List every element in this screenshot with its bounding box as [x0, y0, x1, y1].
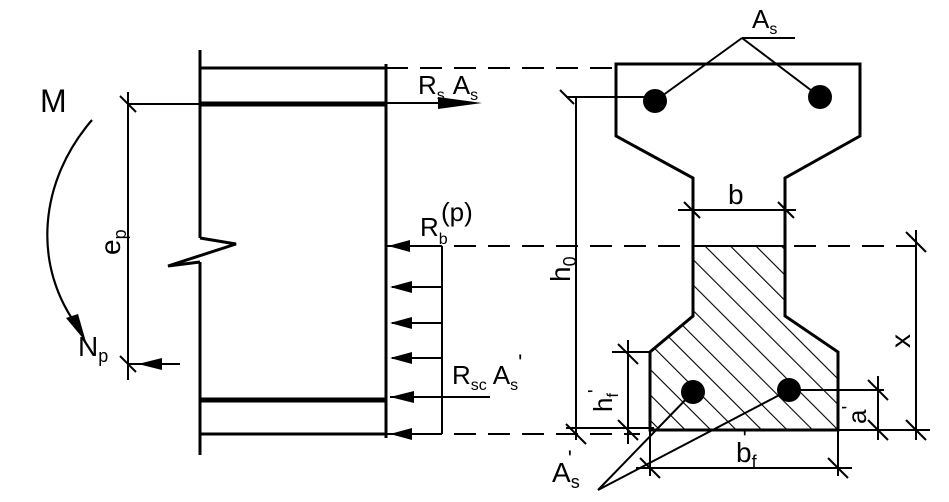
label-compression-zone: x: [885, 334, 916, 348]
bottom-steel-leaders: [597, 389, 790, 491]
flange-thickness-dimension: [612, 340, 650, 444]
top-steel-leaders: [559, 37, 821, 105]
cover-dimension: [789, 376, 889, 441]
label-bottom-steel: As': [552, 446, 580, 492]
moment-arrow: [46, 119, 93, 342]
label-flange-thickness: hf': [585, 389, 622, 412]
label-np: Np: [78, 331, 108, 366]
label-cover: a': [839, 406, 872, 424]
eccentricity-dimension: [119, 92, 386, 380]
web-width-dimension: [678, 201, 796, 219]
compression-steel-arrow: [390, 391, 490, 403]
stress-block: [386, 245, 443, 435]
h0-dimension: [565, 97, 654, 445]
np-force-arrow: [128, 358, 180, 370]
label-moment: M: [40, 83, 67, 119]
label-eccentricity: ep: [95, 229, 130, 255]
label-top-steel: As: [752, 4, 777, 38]
label-rb-sup: (p): [441, 197, 473, 227]
stress-arrowheads: [388, 240, 412, 440]
beam-elevation: [167, 50, 388, 455]
label-flange-width: bf': [736, 426, 758, 472]
label-web-width: b: [728, 179, 744, 210]
label-effective-depth: h0: [545, 256, 580, 282]
compression-zone-hatch: [650, 246, 838, 430]
x-dimension: [838, 230, 930, 441]
label-rb: Rb: [420, 212, 448, 248]
tension-force-arrow: [386, 97, 482, 109]
